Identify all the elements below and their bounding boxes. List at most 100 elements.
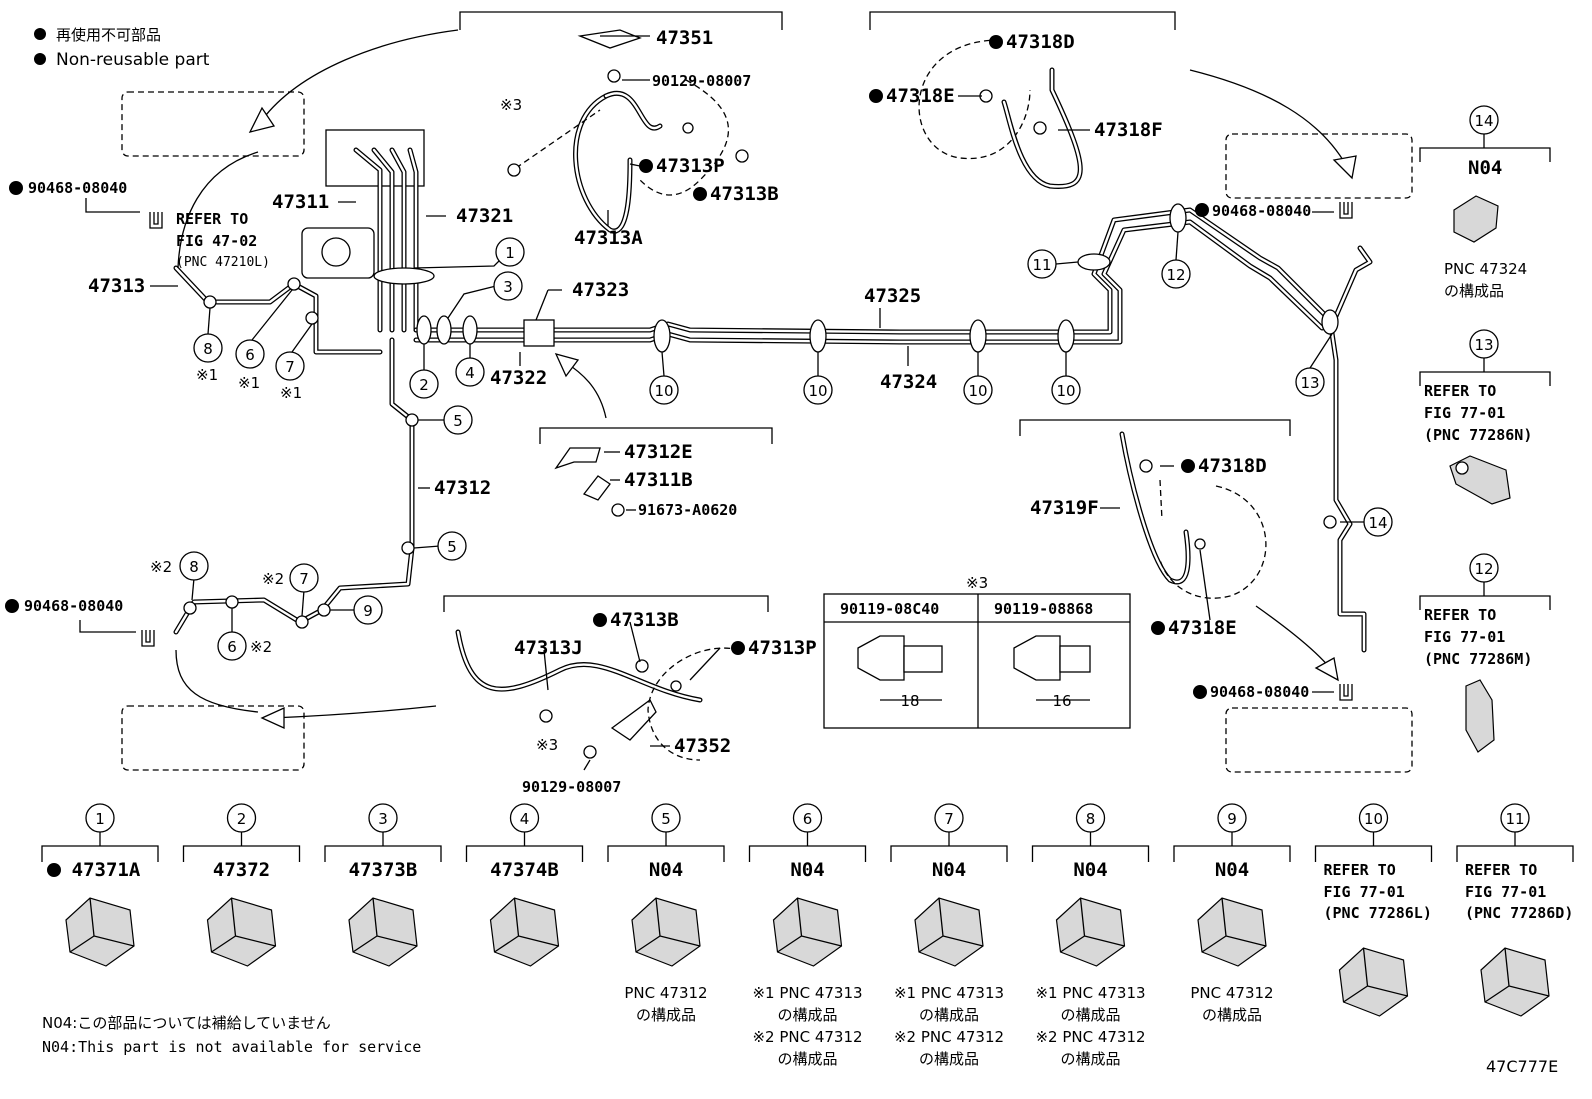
refer-13-line2: FIG 77-01 xyxy=(1424,404,1505,422)
bottom-note2-6: の構成品 xyxy=(777,1006,837,1024)
label-47312: 47312 xyxy=(434,477,491,499)
bottom-callout-10: 10 xyxy=(1364,810,1383,828)
callout-6b: 6 xyxy=(227,638,237,656)
callout-8b: 8 xyxy=(189,558,199,576)
label-47351: 47351 xyxy=(656,27,713,49)
clip-symbols xyxy=(141,202,1353,701)
footnote: N04:この部品については補給していません N04:This part is n… xyxy=(42,1014,421,1056)
bottom-note2-7: の構成品 xyxy=(919,1006,979,1024)
bottom-title-1: 47371A xyxy=(72,859,141,881)
bottom-title-4: 47374B xyxy=(490,859,559,881)
mark3-top: ※3 xyxy=(500,96,522,114)
brake-actuator xyxy=(301,129,435,333)
bolt-col2: 90119-08868 xyxy=(994,600,1093,618)
pnc-47324-line1: PNC 47324 xyxy=(1444,260,1527,278)
callout-8a: 8 xyxy=(203,340,213,358)
refer-47-line3: (PNC 47210L) xyxy=(176,255,270,270)
mid-right-hose-group xyxy=(1119,431,1267,599)
right-n04: N04 xyxy=(1468,157,1502,179)
label-90129-08007-top: 90129-08007 xyxy=(652,72,751,90)
bottom-callout-2: 2 xyxy=(237,810,247,828)
label-47318E-top: 47318E xyxy=(886,85,955,107)
callout-6a: 6 xyxy=(245,346,255,364)
label-47323: 47323 xyxy=(572,279,629,301)
flow-arrows xyxy=(248,29,1357,730)
bottom-callout-4: 4 xyxy=(520,810,530,828)
right-parts: 14 N04 PNC 47324 の構成品 13 REFER TO FIG 77… xyxy=(1419,105,1551,753)
bottom-callout-6: 6 xyxy=(803,810,813,828)
detail-boxes xyxy=(121,91,1413,773)
label-90468-08040-a: 90468-08040 xyxy=(28,179,127,197)
right-callout-14: 14 xyxy=(1474,112,1493,130)
upper-right-hose-group xyxy=(918,39,1083,189)
mark1-7: ※1 xyxy=(280,384,302,402)
bottom-note1-11: FIG 77-01 xyxy=(1465,883,1546,901)
bottom-note1-6: ※1 PNC 47313 xyxy=(752,984,862,1002)
refer-47-line2: FIG 47-02 xyxy=(176,232,257,250)
bottom-title-8: N04 xyxy=(1073,859,1107,881)
bottom-callout-7: 7 xyxy=(944,810,954,828)
bolt-len2: 16 xyxy=(1052,692,1071,710)
bottom-note2-11: (PNC 77286D) xyxy=(1465,904,1573,922)
label-47321: 47321 xyxy=(456,205,513,227)
bottom-note2-9: の構成品 xyxy=(1202,1006,1262,1024)
bottom-part-1: 1 47371A xyxy=(41,803,159,967)
legend-en: Non-reusable part xyxy=(56,50,210,70)
callout-14: 14 xyxy=(1368,514,1387,532)
footnote-en: N04:This part is not available for servi… xyxy=(42,1038,421,1056)
label-47318D-top: 47318D xyxy=(1006,31,1075,53)
mid-bracket-group xyxy=(554,447,625,517)
bolt-col1: 90119-08C40 xyxy=(840,600,939,618)
bottom-callout-1: 1 xyxy=(95,810,105,828)
refer-47-line1: REFER TO xyxy=(176,210,248,228)
bottom-title-3: 47373B xyxy=(349,859,418,881)
label-47313P-top: 47313P xyxy=(656,155,725,177)
callout-3: 3 xyxy=(503,278,513,296)
bottom-note3-6: ※2 PNC 47312 xyxy=(752,1028,862,1046)
label-47311B: 47311B xyxy=(624,469,693,491)
callout-10c: 10 xyxy=(968,382,987,400)
label-47319F: 47319F xyxy=(1030,497,1099,519)
bottom-callout-11: 11 xyxy=(1505,810,1524,828)
refer-13-line3: (PNC 77286N) xyxy=(1424,426,1532,444)
refer-12-line3: (PNC 77286M) xyxy=(1424,650,1532,668)
callout-2: 2 xyxy=(419,376,429,394)
bolt-table-mark: ※3 xyxy=(966,574,988,592)
bolt-table: ※3 90119-08C40 90119-08868 18 16 xyxy=(823,574,1131,729)
label-90129-08007-low: 90129-08007 xyxy=(522,778,621,796)
bottom-callout-8: 8 xyxy=(1086,810,1096,828)
label-47318D-mid: 47318D xyxy=(1198,455,1267,477)
figure-code: 47C777E xyxy=(1486,1057,1558,1076)
bottom-callout-9: 9 xyxy=(1227,810,1237,828)
bottom-note1-7: ※1 PNC 47313 xyxy=(894,984,1004,1002)
mark3-low: ※3 xyxy=(536,736,558,754)
right-callout-13: 13 xyxy=(1474,336,1493,354)
callout-11: 11 xyxy=(1032,256,1051,274)
callout-10d: 10 xyxy=(1056,382,1075,400)
callout-10a: 10 xyxy=(654,382,673,400)
pnc-47324-line2: の構成品 xyxy=(1444,282,1504,300)
bottom-note4-8: の構成品 xyxy=(1060,1050,1120,1068)
label-47312E: 47312E xyxy=(624,441,693,463)
mark1-8: ※1 xyxy=(196,366,218,384)
label-47318F: 47318F xyxy=(1094,119,1163,141)
label-47313A: 47313A xyxy=(574,227,643,249)
callout-7b: 7 xyxy=(299,570,309,588)
refer-13-line1: REFER TO xyxy=(1424,382,1496,400)
callout-10b: 10 xyxy=(808,382,827,400)
bottom-title-11: REFER TO xyxy=(1465,861,1537,879)
bottom-note2-10: (PNC 77286L) xyxy=(1324,904,1432,922)
bottom-title-6: N04 xyxy=(790,859,824,881)
label-90468-08040-c: 90468-08040 xyxy=(24,597,123,615)
label-47352: 47352 xyxy=(674,735,731,757)
label-47322: 47322 xyxy=(490,367,547,389)
bottom-title-9: N04 xyxy=(1215,859,1249,881)
bottom-note3-7: ※2 PNC 47312 xyxy=(894,1028,1004,1046)
label-47324: 47324 xyxy=(880,371,937,393)
